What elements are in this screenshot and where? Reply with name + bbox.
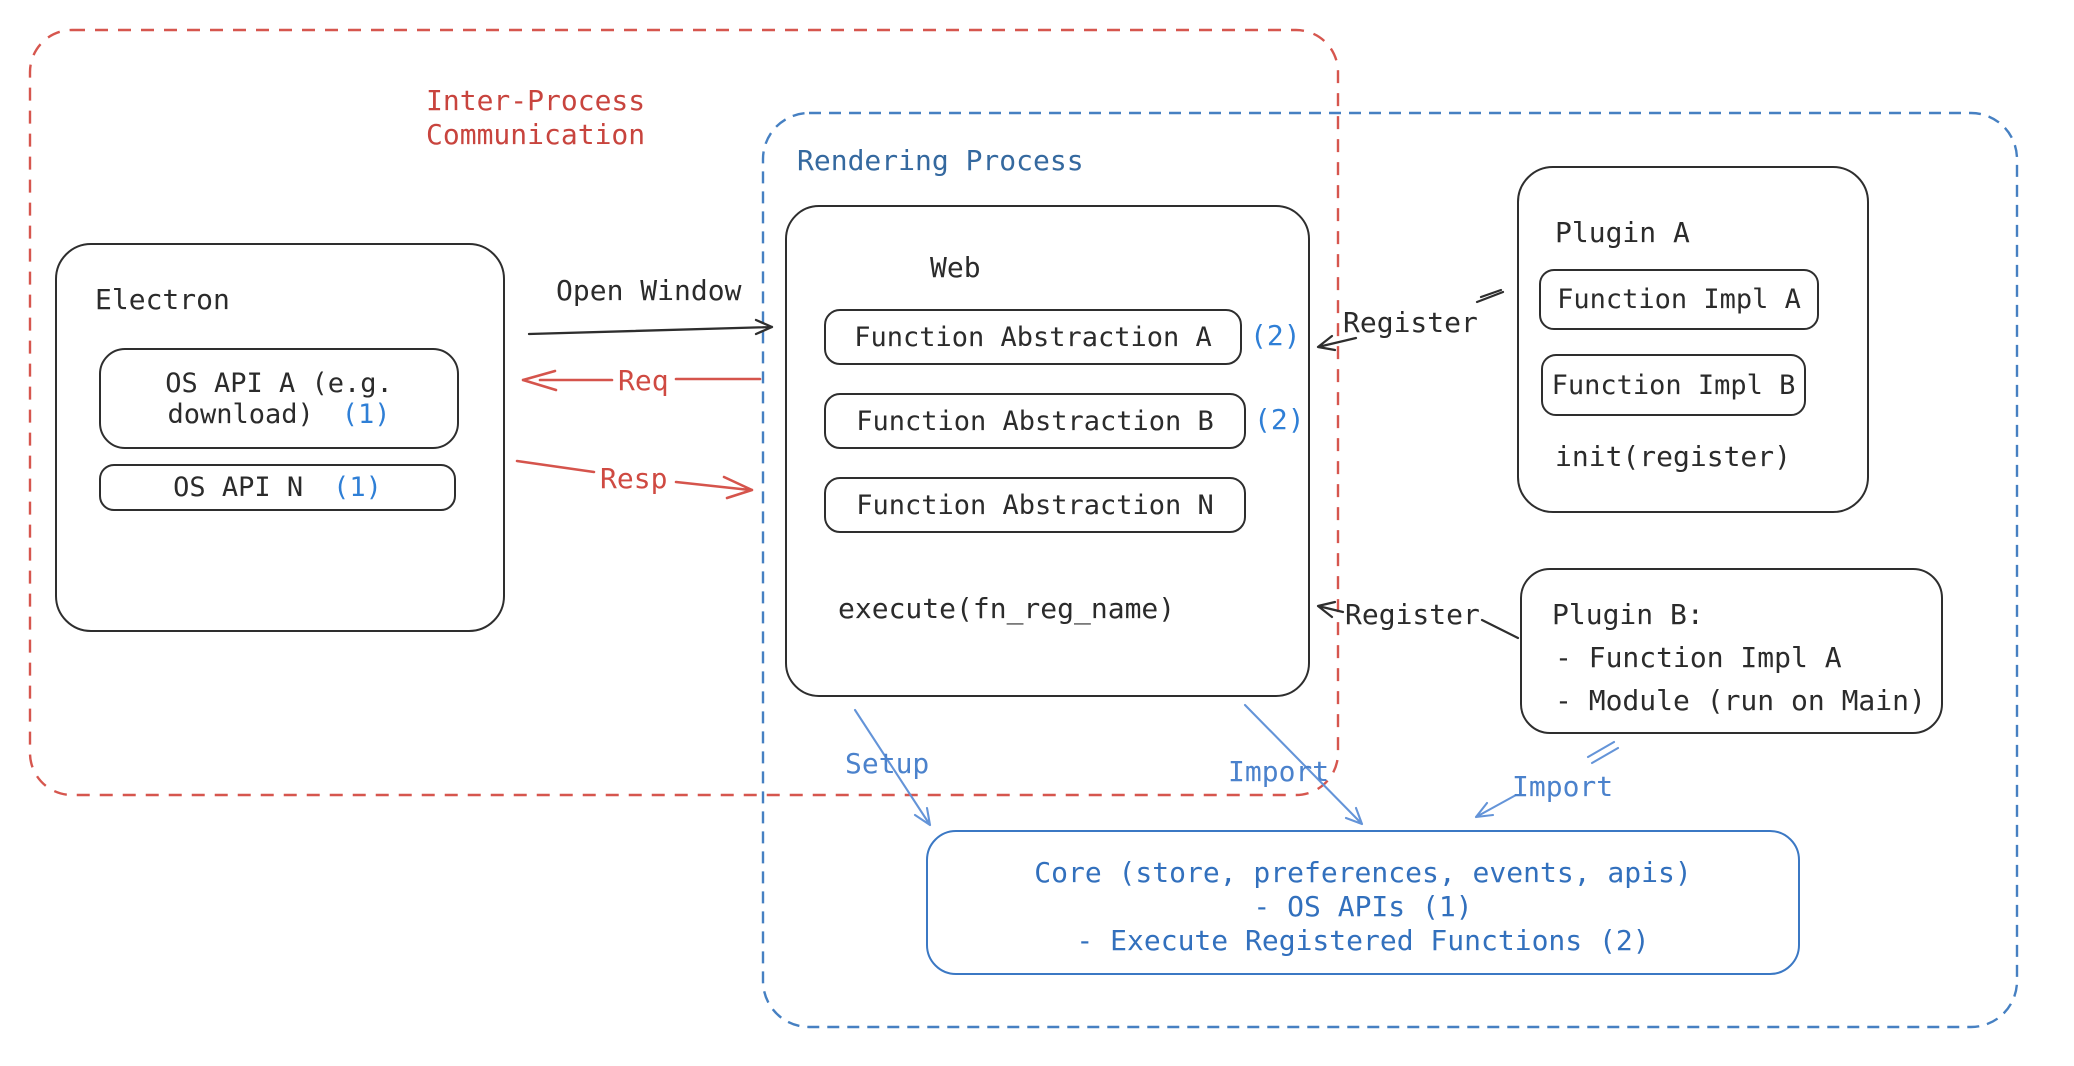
plugin-b-title: Plugin B: [1552, 598, 1704, 631]
open-window-label: Open Window [556, 274, 742, 307]
electron-node: Electron OS API A (e.g. download)(1) OS … [55, 243, 505, 632]
os-api-n-marker: (1) [333, 472, 382, 503]
function-abstraction-b-node: Function Abstraction B [824, 393, 1246, 449]
web-title: Web [930, 251, 981, 284]
plugin-b-item-1: - Function Impl A [1555, 641, 1842, 674]
core-line-3: - Execute Registered Functions (2) [1076, 924, 1650, 957]
core-line-2: - OS APIs (1) [1253, 890, 1473, 923]
resp-label: Resp [600, 462, 668, 495]
plugin-a-impl-b-node: Function Impl B [1541, 354, 1806, 416]
web-node: Web Function Abstraction A Function Abst… [785, 205, 1310, 697]
os-api-a-label-line2: download)(1) [167, 398, 391, 430]
function-abstraction-n-label: Function Abstraction N [856, 489, 1214, 521]
core-node: Core (store, preferences, events, apis) … [926, 830, 1800, 975]
os-api-n-node: OS API N (1) [99, 464, 456, 511]
open-window-arrow [527, 318, 774, 336]
ipc-region-label-line1: Inter-Process [426, 84, 646, 117]
os-api-n-label: OS API N [173, 472, 304, 503]
setup-label: Setup [845, 747, 930, 780]
function-abstraction-a-node: Function Abstraction A [824, 309, 1242, 365]
os-api-a-label-line1: OS API A (e.g. [165, 367, 393, 399]
plugin-a-init-label: init(register) [1555, 440, 1792, 473]
register-plugin-b-label: Register [1345, 598, 1480, 631]
function-abstraction-b-label: Function Abstraction B [856, 405, 1214, 437]
plugin-b-item-2: - Module (run on Main) [1555, 684, 1926, 717]
plugin-b-node: Plugin B: - Function Impl A - Module (ru… [1520, 568, 1943, 734]
plugin-a-impl-b-label: Function Impl B [1551, 369, 1796, 401]
plugin-a-title: Plugin A [1555, 216, 1690, 249]
plugin-a-impl-a-label: Function Impl A [1557, 284, 1801, 315]
rendering-region-label: Rendering Process [797, 144, 1084, 177]
os-api-a-marker: (1) [341, 398, 391, 430]
ipc-region-label-line2: Communication [426, 118, 646, 151]
import-web-label: Import [1228, 755, 1330, 788]
register-plugin-a-label: Register [1343, 306, 1478, 339]
req-label: Req [618, 364, 669, 397]
function-abstraction-a-label: Function Abstraction A [854, 321, 1212, 353]
function-abstraction-n-node: Function Abstraction N [824, 477, 1246, 533]
import-plugin-b-label: Import [1512, 770, 1614, 803]
plugin-a-node: Plugin A Function Impl A Function Impl B… [1517, 166, 1869, 513]
function-abstraction-a-marker: (2) [1250, 319, 1301, 352]
execute-label: execute(fn_reg_name) [838, 592, 1176, 625]
function-abstraction-b-marker: (2) [1254, 403, 1305, 436]
ipc-region-label: Inter-Process Communication [426, 84, 645, 152]
core-line-1: Core (store, preferences, events, apis) [1034, 856, 1692, 889]
electron-title: Electron [95, 283, 230, 316]
plugin-a-impl-a-node: Function Impl A [1539, 269, 1819, 330]
os-api-a-node: OS API A (e.g. download)(1) [99, 348, 459, 449]
